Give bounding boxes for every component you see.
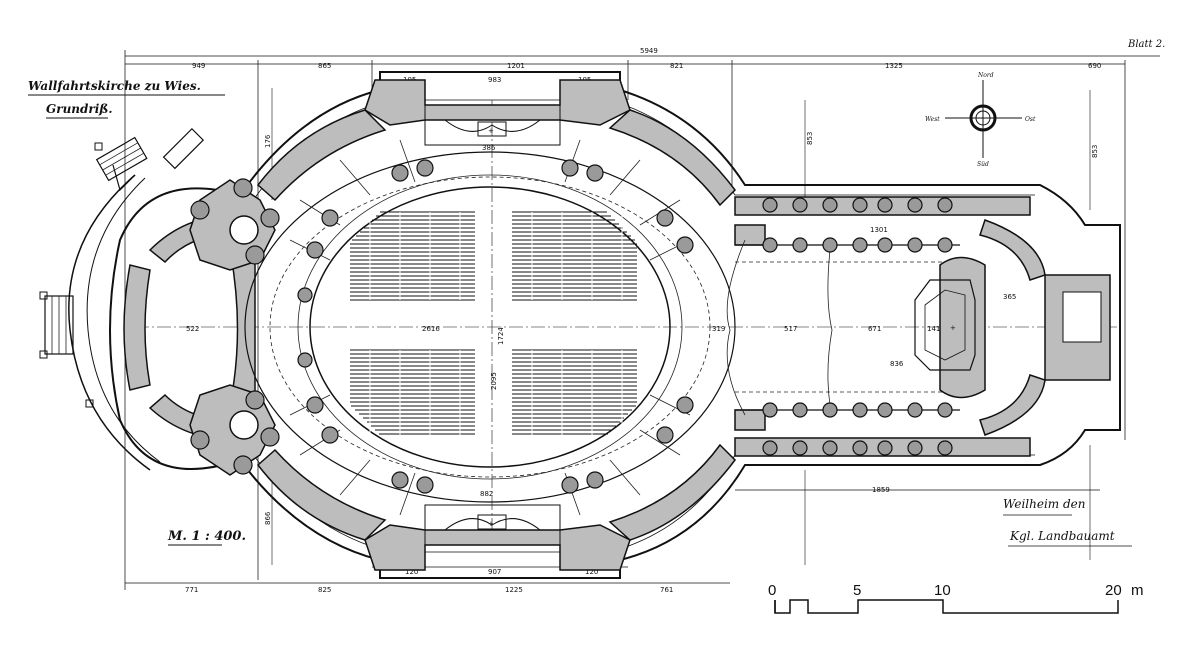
- dim-upper-bay-2: 983: [488, 76, 501, 84]
- scale-unit: m: [1131, 582, 1144, 599]
- dim-lower-bay-3: 120: [585, 568, 598, 576]
- plan-subtitle: Grundriß.: [46, 102, 113, 116]
- scale-label-10: 10: [934, 582, 951, 599]
- outer-wall: [109, 71, 1121, 579]
- dim-top-6: 690: [1088, 62, 1101, 70]
- dimension-lines: [124, 50, 1160, 590]
- dim-total-length: 5949: [640, 47, 658, 55]
- west-stairs: [39, 127, 205, 471]
- dim-choir-2: 517: [784, 325, 797, 333]
- svg-text:+: +: [488, 520, 494, 528]
- dim-nave-length: 2616: [422, 325, 440, 333]
- scale-label-0: 0: [768, 582, 776, 599]
- dim-bottom-4: 761: [660, 586, 673, 594]
- dim-west-apse: 522: [186, 325, 199, 333]
- south-west-tower: [189, 384, 280, 476]
- dim-bottom-2: 825: [318, 586, 331, 594]
- dim-altar-width: 836: [890, 360, 904, 368]
- north-west-tower: [189, 178, 280, 271]
- dim-top-2: 865: [318, 62, 331, 70]
- dim-choir-1: 319: [712, 325, 725, 333]
- svg-text:+: +: [488, 127, 494, 135]
- signature-place: Weilheim den: [1003, 497, 1086, 511]
- sheet-label: Blatt 2.: [1127, 39, 1165, 50]
- dim-top-4: 821: [670, 62, 683, 70]
- scale-bar: 0 5 10 20 m: [768, 582, 1144, 614]
- svg-text:141: 141: [927, 325, 940, 333]
- dim-niche-top: 386: [482, 144, 496, 152]
- dim-bottom-3: 1225: [505, 586, 523, 594]
- compass-north-label: Nord: [977, 72, 994, 79]
- dim-side-3: 853: [1091, 145, 1099, 158]
- compass-rose: Nord Süd West Ost: [925, 72, 1036, 168]
- compass-west-label: West: [925, 116, 940, 123]
- svg-text:+: +: [950, 324, 956, 332]
- dim-bottom-1: 771: [185, 586, 198, 594]
- nave: + +: [244, 104, 736, 546]
- dim-choir-3: 671: [868, 325, 881, 333]
- dim-top-3: 1201: [507, 62, 525, 70]
- signature-office: Kgl. Landbauamt: [1009, 529, 1115, 543]
- dim-side-1: 853: [806, 132, 814, 145]
- dim-top-1: 949: [192, 62, 205, 70]
- compass-south-label: Süd: [977, 161, 989, 168]
- dimension-texts: 5949 949 865 1201 821 1325 690 105 983 1…: [185, 47, 1101, 594]
- dim-top-5: 1325: [885, 62, 903, 70]
- scale-ratio: M. 1 : 400.: [167, 529, 246, 544]
- dim-left-height: 176: [264, 134, 272, 148]
- pews: [350, 211, 637, 435]
- plan-title: Wallfahrtskirche zu Wies.: [28, 79, 201, 93]
- dim-altar-depth: 365: [1003, 293, 1016, 301]
- dim-choir-width: 1301: [870, 226, 888, 234]
- dim-niche-bottom: 882: [480, 490, 493, 498]
- dim-left-lower: 866: [264, 511, 272, 525]
- compass-east-label: Ost: [1025, 116, 1036, 123]
- choir: + 141: [726, 197, 986, 456]
- dim-lower-bay-1: 120: [405, 568, 418, 576]
- scale-label-20: 20: [1105, 582, 1122, 599]
- dim-nave-width: 1724: [497, 327, 505, 345]
- dim-lower-bay-2: 907: [488, 568, 501, 576]
- dim-side-2: 1859: [872, 486, 890, 494]
- scale-label-5: 5: [853, 582, 861, 599]
- dim-nave-inner-width: 2095: [490, 372, 498, 390]
